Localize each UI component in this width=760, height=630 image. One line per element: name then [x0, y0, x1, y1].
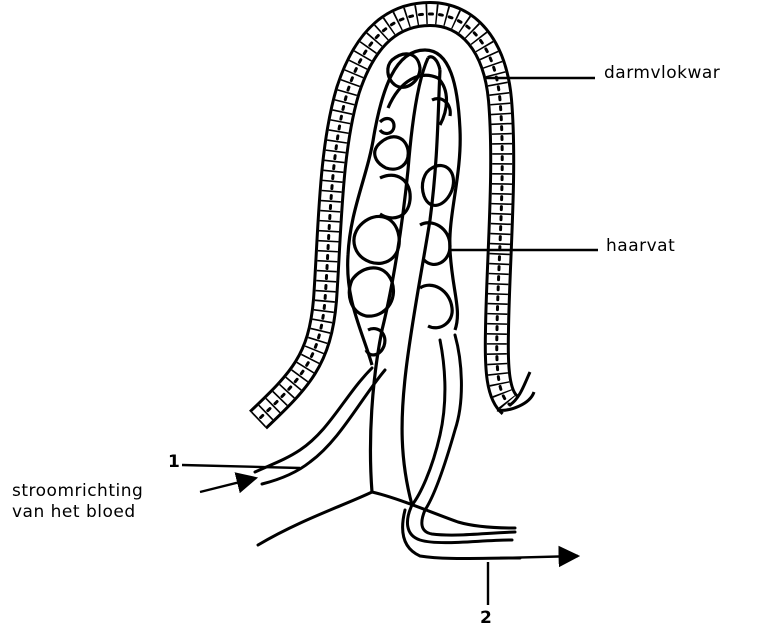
label-marker-1: 1: [168, 452, 180, 472]
marker-1-leader: [182, 465, 300, 468]
flow-arrows: [200, 478, 578, 558]
blood-flow-arrow-out: [500, 556, 578, 558]
central-lacteal: [370, 57, 440, 505]
label-darmvlokwar: darmvlokwar: [604, 63, 720, 83]
leader-lines: [182, 78, 598, 605]
label-flow-direction-line1: stroomrichting: [12, 481, 143, 501]
label-flow-direction-line2: van het bloed: [12, 502, 136, 522]
blood-flow-arrow-in: [200, 478, 256, 492]
label-marker-2: 2: [480, 608, 492, 628]
label-haarvat: haarvat: [606, 236, 675, 256]
